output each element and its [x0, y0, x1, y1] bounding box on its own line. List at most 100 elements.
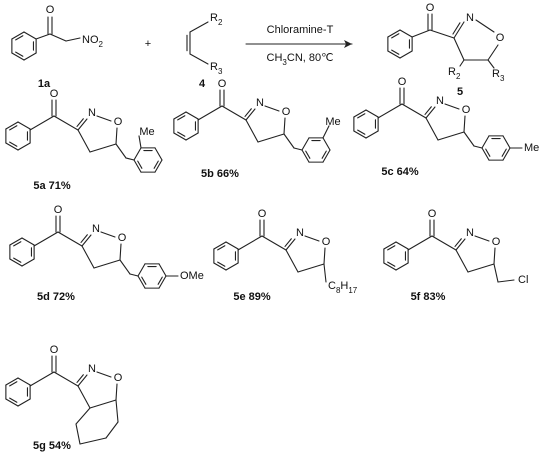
n-o-bond	[100, 231, 116, 238]
aryl-bond	[293, 147, 303, 151]
o-c-bond	[493, 247, 496, 265]
bond	[75, 407, 91, 425]
ring-bond	[5, 398, 19, 407]
aryl-bond	[33, 231, 59, 247]
nitrogen-label: N	[88, 363, 96, 375]
ring-bond	[17, 142, 31, 151]
arrowhead	[344, 40, 352, 48]
product-carbonyl-oxygen: O	[426, 2, 435, 14]
yield-caption: 5e 89%	[233, 291, 271, 303]
n-o-bond	[264, 105, 280, 112]
ring-bond	[5, 121, 19, 130]
bond	[77, 129, 91, 153]
ring-bond	[185, 132, 199, 141]
ring-oxygen-label: O	[114, 116, 123, 128]
reagent-label: Chloramine-T	[267, 24, 334, 36]
ring-double-bond	[13, 241, 22, 247]
ring-bond	[133, 147, 142, 161]
o-c-bond	[115, 383, 118, 401]
ring-double-bond	[9, 141, 18, 147]
nitro-label: NO2	[82, 34, 104, 49]
bond	[463, 131, 475, 147]
double-bond	[455, 238, 466, 251]
bond	[53, 371, 79, 387]
double-bond	[453, 21, 465, 39]
ring-bond	[17, 121, 31, 130]
ring-bond	[399, 29, 413, 38]
ring-double-bond	[141, 276, 147, 285]
bond	[105, 421, 119, 439]
aryl-bond	[29, 371, 55, 387]
yield-caption: 5g 54%	[33, 440, 71, 452]
bond	[429, 29, 455, 39]
o-c-bond	[119, 243, 122, 261]
ring-oxygen-label: O	[492, 236, 501, 248]
ring-bond	[158, 263, 167, 277]
bond	[297, 263, 325, 273]
n-o-bond	[304, 235, 320, 242]
n-o-bond	[444, 103, 460, 110]
aryl-bond	[35, 33, 51, 40]
ring-bond	[9, 237, 23, 246]
ring-bond	[353, 130, 367, 139]
double-bond-inner	[452, 22, 461, 35]
ring-double-bond	[217, 245, 226, 251]
double-bond-inner	[454, 238, 462, 248]
ring-bond	[399, 50, 413, 59]
bond	[89, 143, 117, 153]
bond	[475, 19, 495, 33]
double-bond	[81, 234, 92, 247]
ring-bond	[23, 52, 37, 61]
bond	[257, 133, 285, 143]
reaction-arrow: Chloramine-T CH3CN, 80℃	[245, 24, 353, 67]
bond	[245, 119, 259, 143]
bond	[49, 33, 67, 42]
ring-double-bond	[305, 150, 311, 159]
ring-bond	[225, 262, 239, 271]
bond	[487, 59, 495, 69]
carbonyl-oxygen-label: O	[398, 76, 407, 88]
ring-bond	[23, 31, 37, 40]
ring-double-bond	[9, 397, 18, 403]
bond	[189, 53, 209, 65]
plus-sign: +	[145, 38, 151, 50]
bond	[81, 245, 95, 269]
aryl-bond	[237, 235, 263, 251]
alkene-r2-label: R2	[210, 12, 223, 27]
product-n-label: N	[466, 12, 474, 24]
aryl-bond	[125, 157, 135, 161]
bond	[322, 125, 330, 139]
product-o-label: O	[496, 32, 505, 44]
ring-bond	[5, 142, 19, 151]
conditions-label: CH3CN, 80℃	[267, 52, 334, 67]
bond	[261, 235, 287, 251]
double-bond-inner	[80, 234, 88, 244]
ring-bond	[11, 31, 25, 40]
ring-bond	[387, 29, 401, 38]
bond	[89, 399, 117, 409]
bond	[79, 437, 107, 445]
carbonyl-oxygen-label: O	[50, 88, 59, 100]
ring-bond	[387, 50, 401, 59]
ring-bond	[301, 137, 310, 151]
ring-double-bond	[13, 257, 22, 263]
bond	[455, 249, 469, 273]
double-bond-inner	[284, 238, 292, 248]
ring-oxygen-label: O	[282, 106, 291, 118]
substituent-label: OMe	[180, 270, 204, 282]
ring-double-bond	[321, 150, 327, 159]
ring-bond	[158, 275, 167, 289]
ring-bond	[353, 109, 367, 118]
bond	[115, 399, 119, 423]
o-c-bond	[283, 117, 286, 135]
ring-bond	[21, 237, 35, 246]
yield-caption: 5c 64%	[381, 166, 419, 178]
double-bond-inner	[76, 118, 84, 128]
ring-oxygen-label: O	[322, 236, 331, 248]
substituent-label: C8H17	[328, 280, 358, 295]
double-bond	[285, 238, 296, 251]
